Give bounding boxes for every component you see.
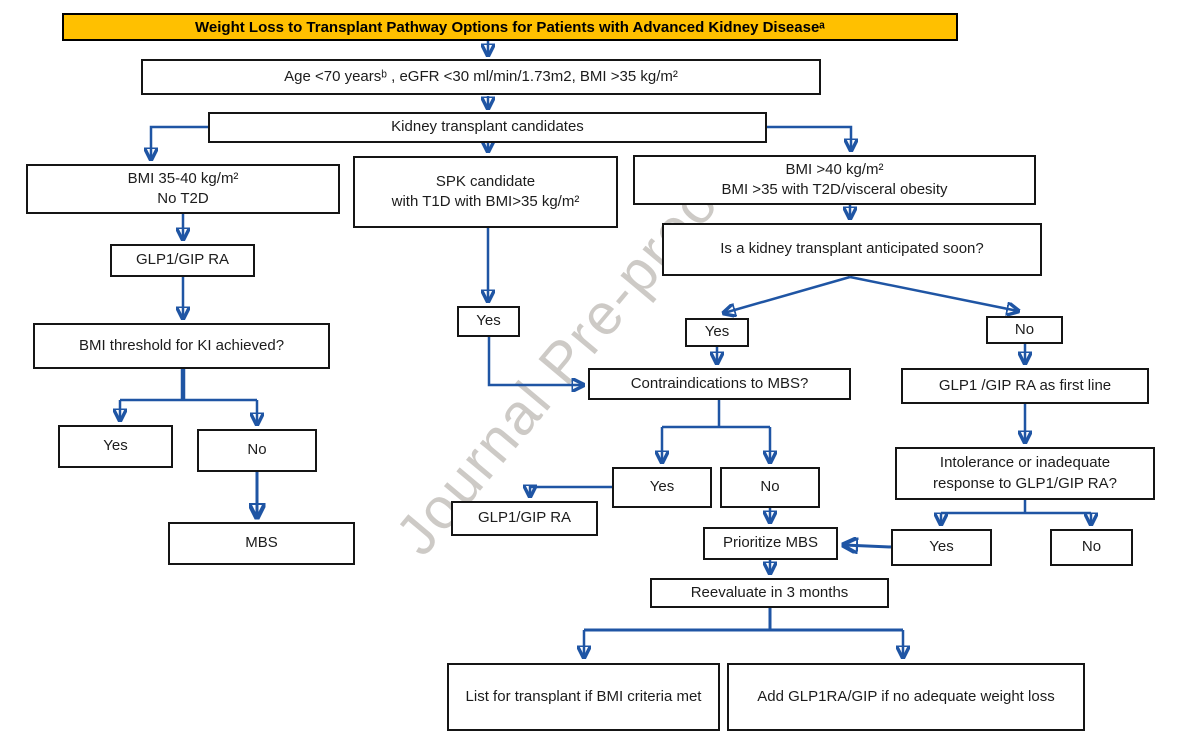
node-glp1-gip-ra-mid: GLP1/GIP RA [451, 501, 598, 536]
node-bmi-over-40: BMI >40 kg/m² BMI >35 with T2D/visceral … [633, 155, 1036, 205]
node-list-for-transplant: List for transplant if BMI criteria met [447, 663, 720, 731]
node-yes-spk: Yes [457, 306, 520, 337]
node-no-contra: No [720, 467, 820, 508]
node-yes-left: Yes [58, 425, 173, 468]
node-yes-intolerance: Yes [891, 529, 992, 566]
node-no-anticipated: No [986, 316, 1063, 344]
node-spk-candidate: SPK candidate with T1D with BMI>35 kg/m² [353, 156, 618, 228]
node-glp1-gip-ra-left: GLP1/GIP RA [110, 244, 255, 277]
node-intolerance-question: Intolerance or inadequate response to GL… [895, 447, 1155, 500]
node-bmi-threshold-question: BMI threshold for KI achieved? [33, 323, 330, 369]
node-kidney-transplant-candidates: Kidney transplant candidates [208, 112, 767, 143]
node-reevaluate: Reevaluate in 3 months [650, 578, 889, 608]
node-add-glp1ra-gip: Add GLP1RA/GIP if no adequate weight los… [727, 663, 1085, 731]
node-prioritize-mbs: Prioritize MBS [703, 527, 838, 560]
node-bmi-35-40-no-t2d: BMI 35-40 kg/m² No T2D [26, 164, 340, 214]
figure-title: Weight Loss to Transplant Pathway Option… [62, 13, 958, 41]
node-glp1-first-line: GLP1 /GIP RA as first line [901, 368, 1149, 404]
node-yes-contra: Yes [612, 467, 712, 508]
node-mbs: MBS [168, 522, 355, 565]
node-contraindications-question: Contraindications to MBS? [588, 368, 851, 400]
node-no-intolerance: No [1050, 529, 1133, 566]
node-transplant-anticipated-question: Is a kidney transplant anticipated soon? [662, 223, 1042, 276]
node-no-left: No [197, 429, 317, 472]
node-yes-anticipated: Yes [685, 318, 749, 347]
node-age-criteria: Age <70 yearsᵇ , eGFR <30 ml/min/1.73m2,… [141, 59, 821, 95]
